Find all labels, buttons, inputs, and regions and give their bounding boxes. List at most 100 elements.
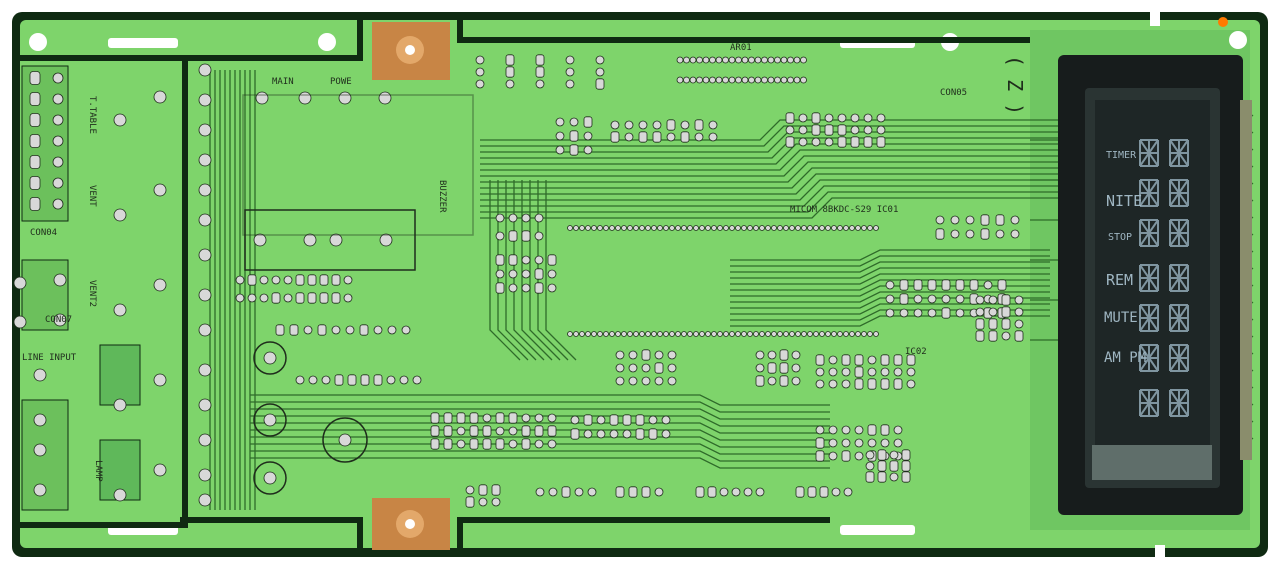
silkscreen: MAIN POWE T.TABLE VENT VENT2 CON04 CON05…: [22, 43, 1027, 482]
solder-pad: [693, 331, 699, 337]
solder-pad: [935, 228, 945, 240]
solder-pad: [800, 56, 807, 64]
solder-pad: [535, 487, 545, 497]
solder-pad: [867, 225, 873, 231]
solder-pad: [508, 426, 518, 436]
trace: [730, 291, 1050, 303]
solder-pad: [861, 225, 867, 231]
solder-pad: [801, 331, 807, 337]
solder-pad: [343, 293, 353, 303]
solder-pad: [633, 331, 639, 337]
trace: [250, 394, 830, 406]
solder-pad: [359, 324, 369, 336]
solder-pad: [693, 225, 699, 231]
solder-pad: [609, 429, 619, 439]
solder-pad: [638, 131, 648, 143]
vfd-timer: TIMER: [1106, 150, 1137, 161]
solder-pad: [652, 131, 662, 143]
solder-pad: [754, 56, 762, 64]
solder-pad: [675, 225, 681, 231]
label-main: MAIN: [272, 77, 294, 87]
solder-pad: [495, 426, 505, 436]
solder-pad: [708, 132, 718, 142]
solder-pad: [29, 155, 41, 169]
solder-pad: [841, 438, 851, 448]
solder-pad: [779, 375, 789, 387]
solder-pad: [728, 76, 736, 84]
trace: [480, 197, 1060, 219]
solder-pad: [430, 425, 440, 437]
solder-pad: [965, 215, 975, 225]
solder-pad: [680, 120, 690, 130]
solder-pad: [247, 274, 257, 286]
solder-pad: [648, 428, 658, 440]
solder-pad: [508, 439, 518, 449]
solder-pad: [153, 373, 167, 387]
solder-pad: [800, 76, 807, 84]
solder-pad: [901, 449, 911, 461]
solder-pad: [263, 471, 277, 485]
solder-pad: [521, 213, 531, 223]
vfd-annunciators: TIMER NITE STOP REM MUTE AM PM: [1104, 150, 1146, 366]
label-ic02: IC02: [905, 347, 927, 357]
vfd-digit: [1139, 179, 1159, 207]
label-ar01: AR01: [730, 43, 752, 53]
solder-pad: [547, 269, 557, 279]
solder-pad: [722, 56, 729, 64]
solder-pad: [795, 225, 801, 231]
solder-pad: [702, 76, 710, 84]
solder-pad: [748, 76, 755, 84]
solder-pad: [876, 136, 886, 148]
solder-pad: [767, 376, 777, 386]
solder-pad: [843, 487, 853, 497]
solder-pad: [386, 375, 396, 385]
solder-pad: [308, 375, 318, 385]
solder-pad: [785, 112, 795, 124]
solder-pad: [988, 318, 998, 330]
solder-pad: [873, 225, 879, 231]
solder-pad: [247, 293, 257, 303]
solder-pad: [681, 331, 687, 337]
label-board-mark: ( Z ): [1003, 55, 1027, 115]
solder-pad: [711, 331, 717, 337]
solder-pad: [789, 331, 795, 337]
solder-pad: [906, 354, 916, 366]
solder-pad: [815, 437, 825, 449]
solder-pad: [767, 76, 775, 84]
solder-pad: [689, 76, 697, 84]
trace: [537, 180, 569, 361]
solder-pad: [689, 56, 697, 64]
solder-pad: [815, 354, 825, 366]
solder-pad: [867, 378, 877, 390]
solder-pad: [787, 56, 794, 64]
solder-pad: [988, 330, 998, 342]
solder-pad: [627, 331, 633, 337]
solder-pad: [641, 349, 651, 361]
solder-pad: [765, 225, 771, 231]
solder-pad: [579, 225, 585, 231]
solder-pad: [609, 331, 615, 337]
solder-pad: [666, 119, 676, 131]
solder-pad: [29, 176, 41, 190]
solder-pad: [676, 56, 684, 64]
solder-pad: [899, 279, 909, 291]
solder-pad: [880, 378, 890, 390]
solder-pad: [728, 56, 736, 64]
solder-pad: [755, 487, 765, 497]
solder-pad: [837, 136, 847, 148]
solder-pad: [873, 331, 879, 337]
solder-pad: [824, 124, 834, 136]
solder-pad: [378, 91, 392, 105]
solder-pad: [641, 363, 651, 373]
solder-pad: [443, 438, 453, 450]
solder-pad: [855, 225, 861, 231]
solder-pad: [235, 275, 245, 285]
solder-pad: [828, 367, 838, 377]
trace: [521, 180, 553, 361]
solder-pad: [889, 460, 899, 472]
solder-pad: [777, 331, 783, 337]
trace: [480, 125, 1060, 147]
solder-pad: [694, 119, 704, 131]
solder-pad: [927, 294, 937, 304]
solder-pad: [469, 438, 479, 450]
